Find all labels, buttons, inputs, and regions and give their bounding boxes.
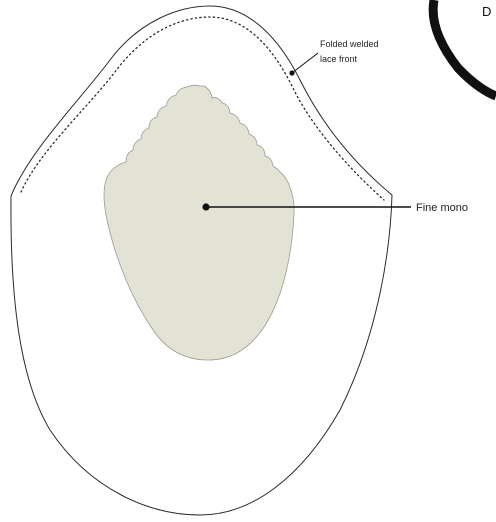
badge-letter: D (482, 4, 491, 19)
callout-leader-line (292, 53, 318, 73)
callout-label: Fine mono (416, 202, 468, 214)
callout-label-line1: Folded welded (320, 39, 379, 49)
callout-lace-front: Folded welded lace front (289, 39, 378, 76)
callout-label-line2: lace front (320, 54, 358, 64)
section-badge: D (433, 0, 496, 96)
